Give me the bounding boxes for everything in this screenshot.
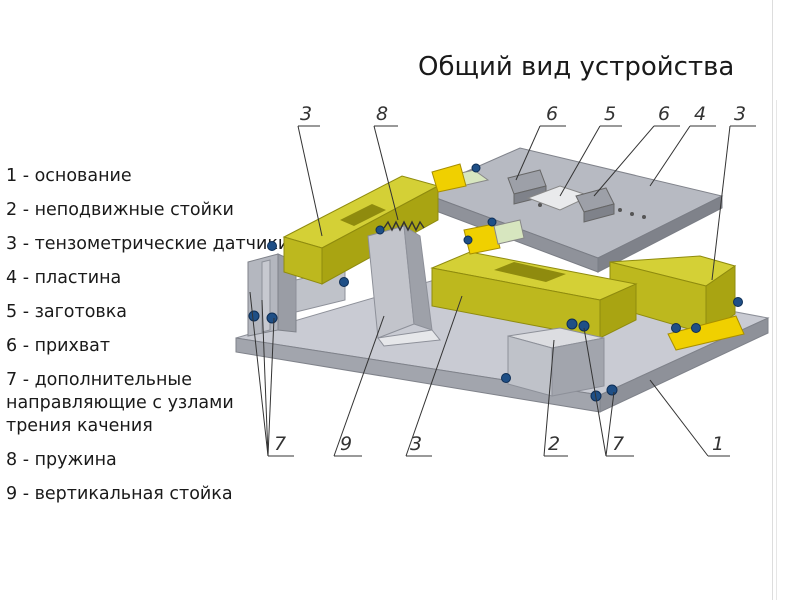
callout-7-left: 7 — [274, 433, 286, 455]
callout-8: 8 — [376, 103, 388, 125]
sensor-front — [430, 251, 638, 339]
callout-2: 2 — [548, 433, 560, 455]
spring — [383, 220, 425, 232]
leader-lines — [249, 125, 756, 457]
legend-item-1: 1 - основание — [6, 166, 132, 186]
callout-3-front: 3 — [410, 433, 422, 455]
sensor-right — [609, 255, 737, 335]
yellow-block-center — [463, 223, 501, 255]
clamp-right — [575, 187, 615, 223]
callouts-top: 3 8 6 5 6 4 3 — [300, 103, 746, 125]
legend-item-9: 9 - вертикальная стойка — [6, 484, 233, 504]
fixed-stand-front — [507, 327, 605, 397]
callout-7-right: 7 — [612, 433, 624, 455]
legend-item-8: 8 - пружина — [6, 450, 117, 470]
legend-item-2: 2 - неподвижные стойки — [6, 200, 234, 220]
slide-edge-line — [772, 0, 773, 600]
yellow-block-right — [667, 315, 745, 351]
callout-1: 1 — [712, 433, 724, 455]
slide-title: Общий вид устройства — [418, 52, 735, 82]
yellow-block-left — [431, 163, 467, 193]
callout-3-right: 3 — [734, 103, 746, 125]
callout-4: 4 — [694, 103, 706, 125]
legend-item-5: 5 - заготовка — [6, 302, 128, 322]
callout-5: 5 — [604, 103, 616, 125]
callout-9: 9 — [340, 433, 352, 455]
callout-3-left: 3 — [300, 103, 312, 125]
legend-list: 1 - основание 2 - неподвижные стойки 3 -… — [6, 165, 296, 517]
callouts-bottom: 7 9 3 2 7 1 — [274, 433, 724, 455]
legend-item-7: 7 - дополнительные направляющие с узлами… — [6, 370, 234, 436]
guide-block-center — [493, 219, 525, 245]
callout-6-right: 6 — [658, 103, 670, 125]
callout-6-left: 6 — [546, 103, 558, 125]
legend-item-4: 4 - пластина — [6, 268, 122, 288]
top-plate — [418, 147, 724, 273]
legend-item-6: 6 - прихват — [6, 336, 111, 356]
slide-edge-line-secondary — [776, 100, 777, 600]
vertical-stand — [367, 225, 441, 347]
legend-item-3: 3 - тензометрические датчики — [6, 234, 290, 254]
